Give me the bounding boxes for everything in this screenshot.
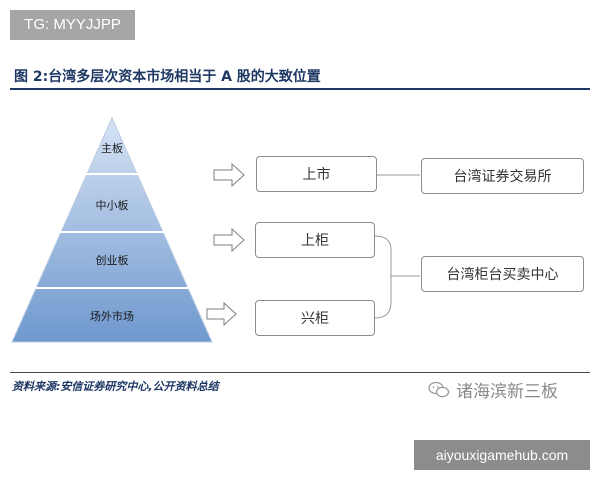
box-twse: 台湾证券交易所	[421, 158, 584, 194]
bracket-otc-emerging	[374, 235, 392, 319]
watermark: 诸海滨新三板	[428, 377, 558, 402]
pyramid-label-otc-market: 场外市场	[90, 310, 134, 323]
figure-source: 资料来源:安信证券研究中心,公开资料总结	[12, 380, 219, 393]
title-rule	[10, 88, 590, 90]
tag-top: TG: MYYJJPP	[10, 10, 135, 40]
arrow-listed	[213, 162, 245, 188]
arrow-otc	[213, 227, 245, 253]
pyramid	[11, 116, 213, 343]
box-emerging: 兴柜	[255, 300, 375, 336]
wechat-icon	[428, 381, 450, 399]
box-listed: 上市	[256, 156, 377, 192]
tag-bottom: aiyouxigamehub.com	[414, 440, 590, 470]
pyramid-label-chinext: 创业板	[95, 254, 129, 267]
pyramid-label-main-board: 主板	[101, 142, 123, 155]
source-rule	[10, 372, 590, 373]
watermark-text: 诸海滨新三板	[456, 382, 558, 402]
figure-title: 图 2:台湾多层次资本市场相当于 A 股的大致位置	[14, 69, 321, 85]
box-otc: 上柜	[255, 222, 375, 258]
pyramid-label-sme-board: 中小板	[95, 199, 129, 212]
box-tpex: 台湾柜台买卖中心	[421, 256, 584, 292]
arrow-emerging	[206, 301, 237, 327]
